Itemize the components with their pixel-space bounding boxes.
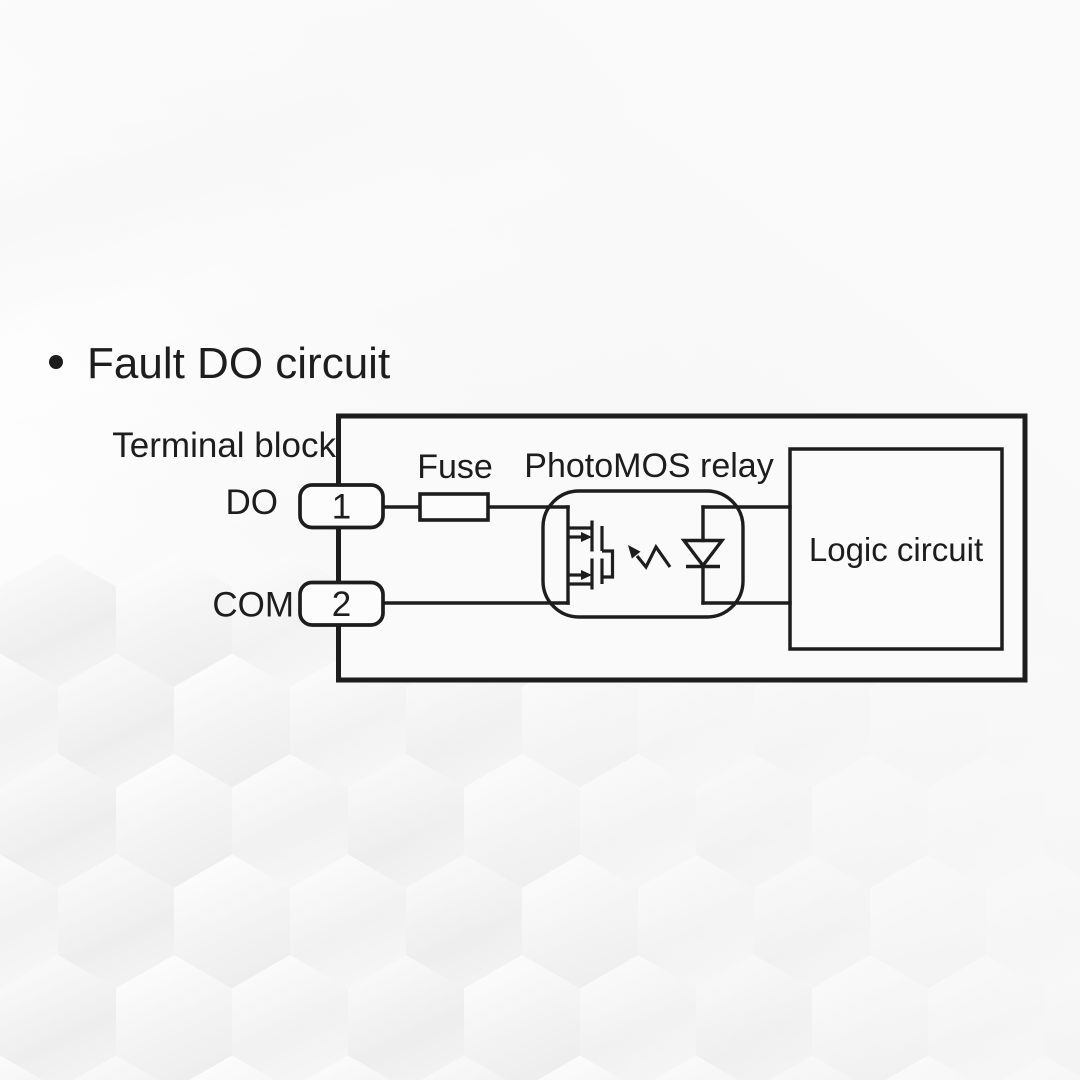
terminal-1-number: 1: [332, 488, 351, 527]
light-arrow-icon: [628, 543, 672, 570]
photomos-relay-label: PhotoMOS relay: [524, 447, 773, 485]
terminal-do-label: DO: [226, 483, 279, 522]
terminal-2-number: 2: [332, 585, 351, 624]
mosfet-icon: [568, 520, 615, 590]
terminal-1: [298, 483, 385, 530]
terminal-com-label: COM: [212, 586, 294, 625]
fuse-icon: [418, 492, 490, 522]
page-title: Fault DO circuit: [87, 339, 390, 388]
logic-circuit-box: [788, 447, 1004, 651]
title-bullet-icon: [49, 355, 63, 369]
fuse-label: Fuse: [417, 448, 493, 486]
logic-circuit-label: Logic circuit: [809, 531, 983, 568]
terminal-2: [298, 580, 385, 627]
led-icon: [680, 538, 726, 569]
terminal-block-label: Terminal block: [112, 426, 336, 465]
photomos-relay-outline: [541, 489, 745, 619]
